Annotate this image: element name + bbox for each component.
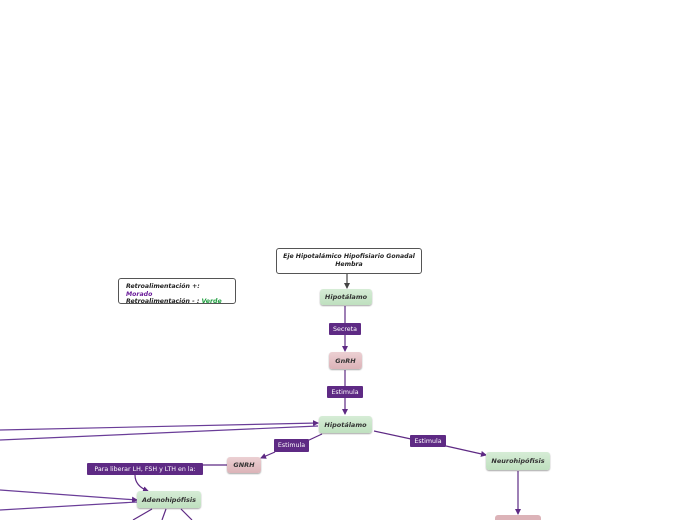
feedback-arrow-2 bbox=[0, 425, 319, 441]
node-neurohipofisis[interactable]: Neurohipófisis bbox=[486, 452, 550, 470]
diagram-title-box[interactable]: Eje Hipotalámico Hipofisiario Gonadal He… bbox=[276, 248, 422, 274]
label-para-liberar[interactable]: Para liberar LH, FSH y LTH en la: bbox=[87, 463, 203, 475]
connector-para-liberar-adeno bbox=[134, 474, 149, 493]
adeno-branch-2 bbox=[161, 508, 167, 520]
legend-box[interactable]: Retroalimentación +: Morado Retroaliment… bbox=[118, 278, 236, 305]
adeno-branch-1 bbox=[132, 508, 153, 520]
label-secreta[interactable]: Secreta bbox=[329, 323, 361, 335]
connector-hipotalamo-estimula-left bbox=[306, 433, 323, 442]
node-gnrh-left[interactable]: GNRH bbox=[227, 457, 261, 473]
connector-estimula-right-neuro bbox=[445, 445, 487, 457]
connector-estimula-left-gnrh bbox=[260, 451, 276, 459]
feedback-arrow-1 bbox=[0, 420, 319, 431]
feedback-arrow-4 bbox=[0, 501, 138, 511]
label-estimula-right[interactable]: Estimula bbox=[410, 435, 446, 447]
node-hipotalamo-mid[interactable]: Hipotálamo bbox=[319, 416, 372, 433]
partial-node-bottom bbox=[495, 515, 541, 520]
node-adenohipofisis[interactable]: Adenohipófisis bbox=[137, 491, 201, 508]
adeno-branch-3 bbox=[180, 508, 193, 520]
connector-hipotalamo-estimula-right bbox=[373, 430, 412, 440]
label-estimula-left[interactable]: Estimula bbox=[274, 439, 309, 452]
node-hipotalamo-top[interactable]: Hipotálamo bbox=[320, 289, 372, 305]
legend-negative-color: Verde bbox=[201, 298, 222, 305]
feedback-arrow-3 bbox=[0, 489, 138, 503]
label-estimula-center[interactable]: Estimula bbox=[327, 386, 363, 398]
legend-positive: Retroalimentación +: Morado bbox=[126, 283, 200, 298]
diagram-title: Eje Hipotalámico Hipofisiario Gonadal He… bbox=[283, 253, 415, 268]
node-gnrh-top[interactable]: GnRH bbox=[329, 352, 362, 369]
legend-negative: Retroalimentación - : Verde bbox=[126, 298, 222, 305]
legend-positive-color: Morado bbox=[126, 290, 153, 298]
